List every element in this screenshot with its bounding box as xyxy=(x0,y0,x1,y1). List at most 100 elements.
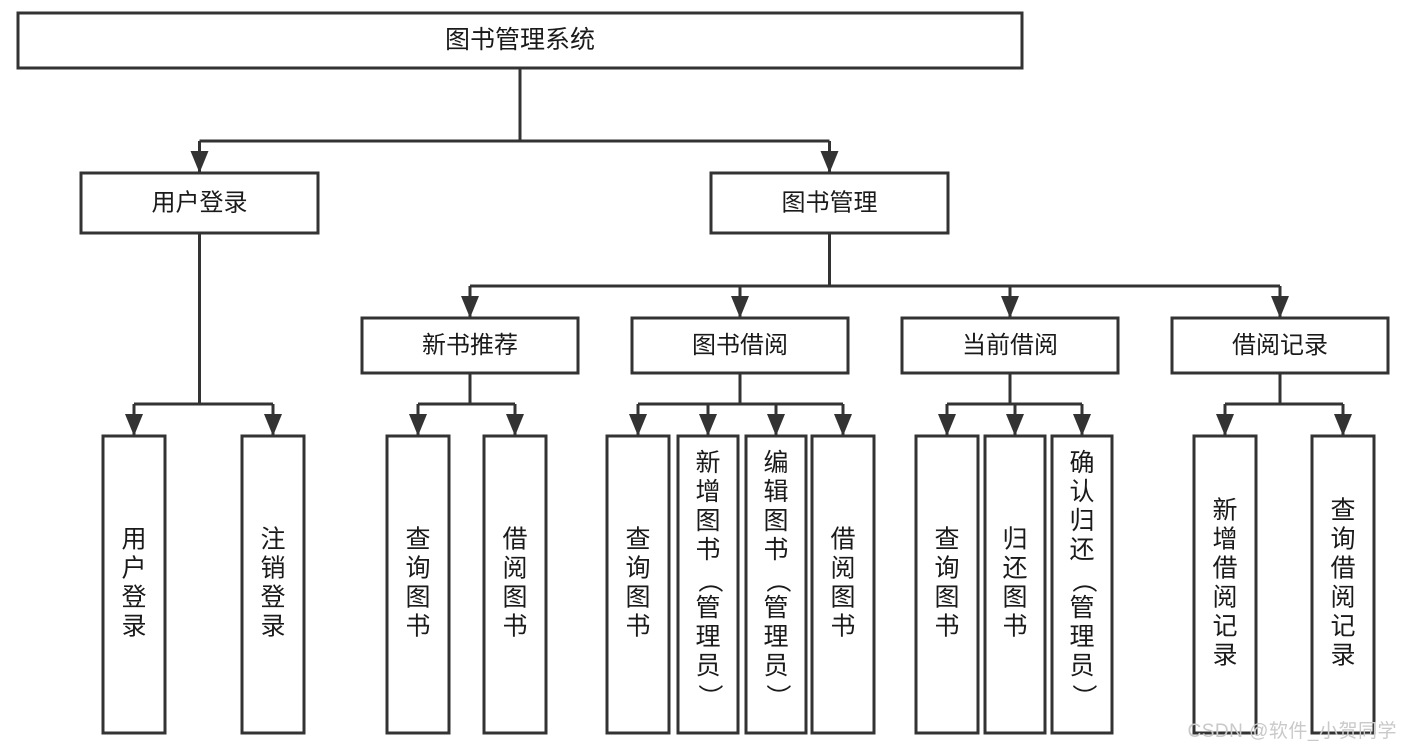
node-box-leaf-borrow-book-recommend xyxy=(482,434,548,735)
leaf-glyph: ） xyxy=(1069,684,1097,709)
leaf-glyph: 图 xyxy=(1002,584,1027,612)
leaf-glyph: （ xyxy=(763,568,791,593)
leaf-glyph: 记 xyxy=(1212,613,1237,641)
arrow-head-icon xyxy=(461,296,479,318)
leaf-glyph: 登 xyxy=(121,584,146,612)
leaf-glyph: 图 xyxy=(695,507,720,535)
leaf-glyph: 录 xyxy=(1330,642,1355,670)
node-new-book-recommend[interactable]: 新书推荐 xyxy=(360,316,580,375)
node-leaf-user-login[interactable]: 用户登录 xyxy=(101,434,167,735)
leaf-glyph: 用 xyxy=(121,526,146,554)
node-box-leaf-return-book xyxy=(983,434,1047,735)
arrow-head-icon xyxy=(834,414,852,436)
arrow-head-icon xyxy=(506,414,524,436)
node-box-leaf-query-borrow-record xyxy=(1310,434,1376,735)
leaf-glyph: 查 xyxy=(934,526,959,554)
node-label-book-borrow: 图书借阅 xyxy=(692,332,788,359)
node-root[interactable]: 图书管理系统 xyxy=(16,11,1024,70)
leaf-glyph: 还 xyxy=(1069,536,1094,564)
edge-layer xyxy=(125,68,1352,436)
arrow-head-icon xyxy=(1334,414,1352,436)
node-box-leaf-query-book-borrow xyxy=(605,434,671,735)
node-box-leaf-add-book xyxy=(676,434,740,735)
node-label-root: 图书管理系统 xyxy=(445,26,595,54)
leaf-glyph: 书 xyxy=(830,613,855,641)
arrow-head-icon xyxy=(731,296,749,318)
node-box-leaf-borrow-book xyxy=(810,434,876,735)
leaf-glyph: 书 xyxy=(763,536,788,564)
leaf-glyph: 图 xyxy=(502,584,527,612)
leaf-glyph: 录 xyxy=(1212,642,1237,670)
node-current-borrow[interactable]: 当前借阅 xyxy=(900,316,1120,375)
arrow-head-icon xyxy=(1073,414,1091,436)
node-box-book-borrow xyxy=(630,316,850,375)
leaf-glyph: 图 xyxy=(830,584,855,612)
node-box-user-login xyxy=(79,171,320,235)
arrow-head-icon xyxy=(699,414,717,436)
node-book-borrow[interactable]: 图书借阅 xyxy=(630,316,850,375)
node-box-new-book-recommend xyxy=(360,316,580,375)
node-box-leaf-user-logout xyxy=(240,434,306,735)
node-book-manage[interactable]: 图书管理 xyxy=(709,171,950,235)
node-box-leaf-add-borrow-record xyxy=(1192,434,1258,735)
edge-group-book-borrow xyxy=(629,373,852,436)
node-box-leaf-edit-book xyxy=(744,434,808,735)
edge-group-user-login xyxy=(125,233,282,436)
edge-group-borrow-record xyxy=(1216,373,1352,436)
node-box-leaf-query-book-recommend xyxy=(385,434,451,735)
leaf-glyph: 借 xyxy=(1212,555,1237,583)
leaf-glyph: 录 xyxy=(260,613,285,641)
leaf-glyph: 书 xyxy=(1002,613,1027,641)
leaf-glyph: 询 xyxy=(1330,526,1355,554)
node-label-user-login: 用户登录 xyxy=(152,189,248,216)
node-label-book-manage: 图书管理 xyxy=(782,189,878,216)
node-borrow-record[interactable]: 借阅记录 xyxy=(1170,316,1390,375)
leaf-glyph: 还 xyxy=(1002,555,1027,583)
leaf-glyph: 查 xyxy=(1330,497,1355,525)
node-label-current-borrow: 当前借阅 xyxy=(962,332,1058,359)
node-label-borrow-record: 借阅记录 xyxy=(1232,332,1328,359)
node-box-book-manage xyxy=(709,171,950,235)
leaf-glyph: 增 xyxy=(1212,526,1237,554)
arrow-head-icon xyxy=(938,414,956,436)
leaf-glyph: 查 xyxy=(625,526,650,554)
leaf-glyph: 管 xyxy=(763,594,788,622)
leaf-glyph: 图 xyxy=(625,584,650,612)
arrow-head-icon xyxy=(629,414,647,436)
leaf-glyph: （ xyxy=(1069,568,1097,593)
arrow-head-icon xyxy=(1001,296,1019,318)
node-user-login[interactable]: 用户登录 xyxy=(79,171,320,235)
leaf-glyph: 阅 xyxy=(830,555,855,583)
leaf-glyph: 记 xyxy=(1330,613,1355,641)
arrow-head-icon xyxy=(264,414,282,436)
leaf-glyph: 新 xyxy=(695,449,720,477)
node-box-leaf-confirm-return xyxy=(1050,434,1114,735)
leaf-glyph: 归 xyxy=(1002,526,1027,554)
leaf-glyph: 登 xyxy=(260,584,285,612)
leaf-glyph: 阅 xyxy=(502,555,527,583)
leaf-glyph: 增 xyxy=(695,478,720,506)
leaf-glyph: 确 xyxy=(1069,449,1094,477)
leaf-glyph: 书 xyxy=(695,536,720,564)
leaf-glyph: 图 xyxy=(934,584,959,612)
leaf-glyph: 阅 xyxy=(1330,584,1355,612)
leaf-glyph: 新 xyxy=(1212,497,1237,525)
node-layer: 图书管理系统用户登录图书管理新书推荐图书借阅当前借阅借阅记录用户登录注销登录查询… xyxy=(16,11,1390,735)
leaf-glyph: 理 xyxy=(763,623,788,651)
leaf-glyph: 借 xyxy=(830,526,855,554)
leaf-glyph: 销 xyxy=(260,555,285,583)
arrow-head-icon xyxy=(190,151,209,173)
